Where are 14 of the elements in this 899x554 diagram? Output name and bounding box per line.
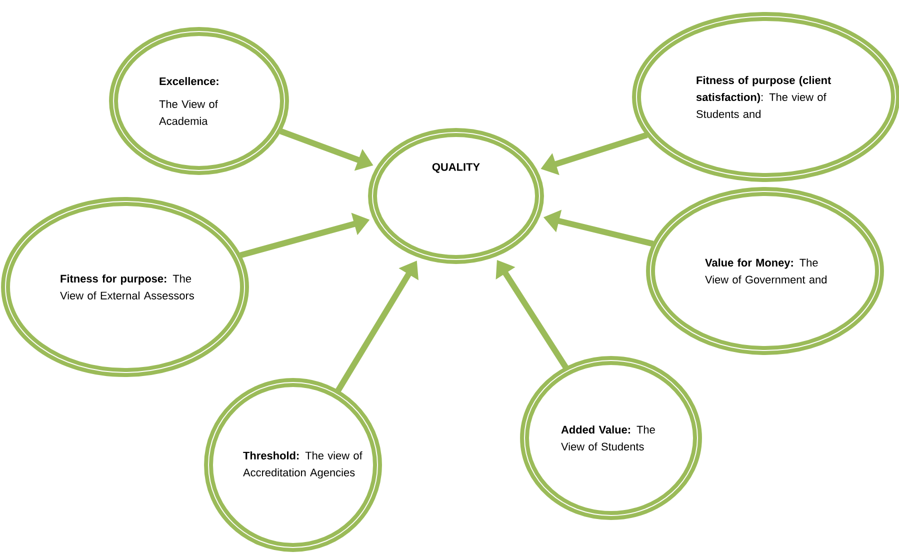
ellipse xyxy=(368,128,544,264)
ellipse xyxy=(520,356,702,520)
ellipse xyxy=(1,197,249,377)
ellipse xyxy=(646,187,884,355)
ellipse xyxy=(632,12,899,182)
ellipse-text: Excellence: The View of Academia xyxy=(159,77,218,125)
ellipse-text: Value for Money: The View of Government and xyxy=(705,258,826,284)
ellipse xyxy=(109,27,289,175)
ellipse xyxy=(204,378,382,552)
ellipse-text: Added Value: The View of Students xyxy=(561,426,655,450)
ellipse-text: QUALITY xyxy=(432,163,480,173)
ellipse-text: Fitness of purpose (client satisfaction): The view of Students and xyxy=(696,76,832,118)
ellipse-text: Fitness for purpose: The View of External Assessors xyxy=(60,274,194,300)
ellipse-text: Threshold: The view of Accreditation Agencies xyxy=(243,451,362,479)
